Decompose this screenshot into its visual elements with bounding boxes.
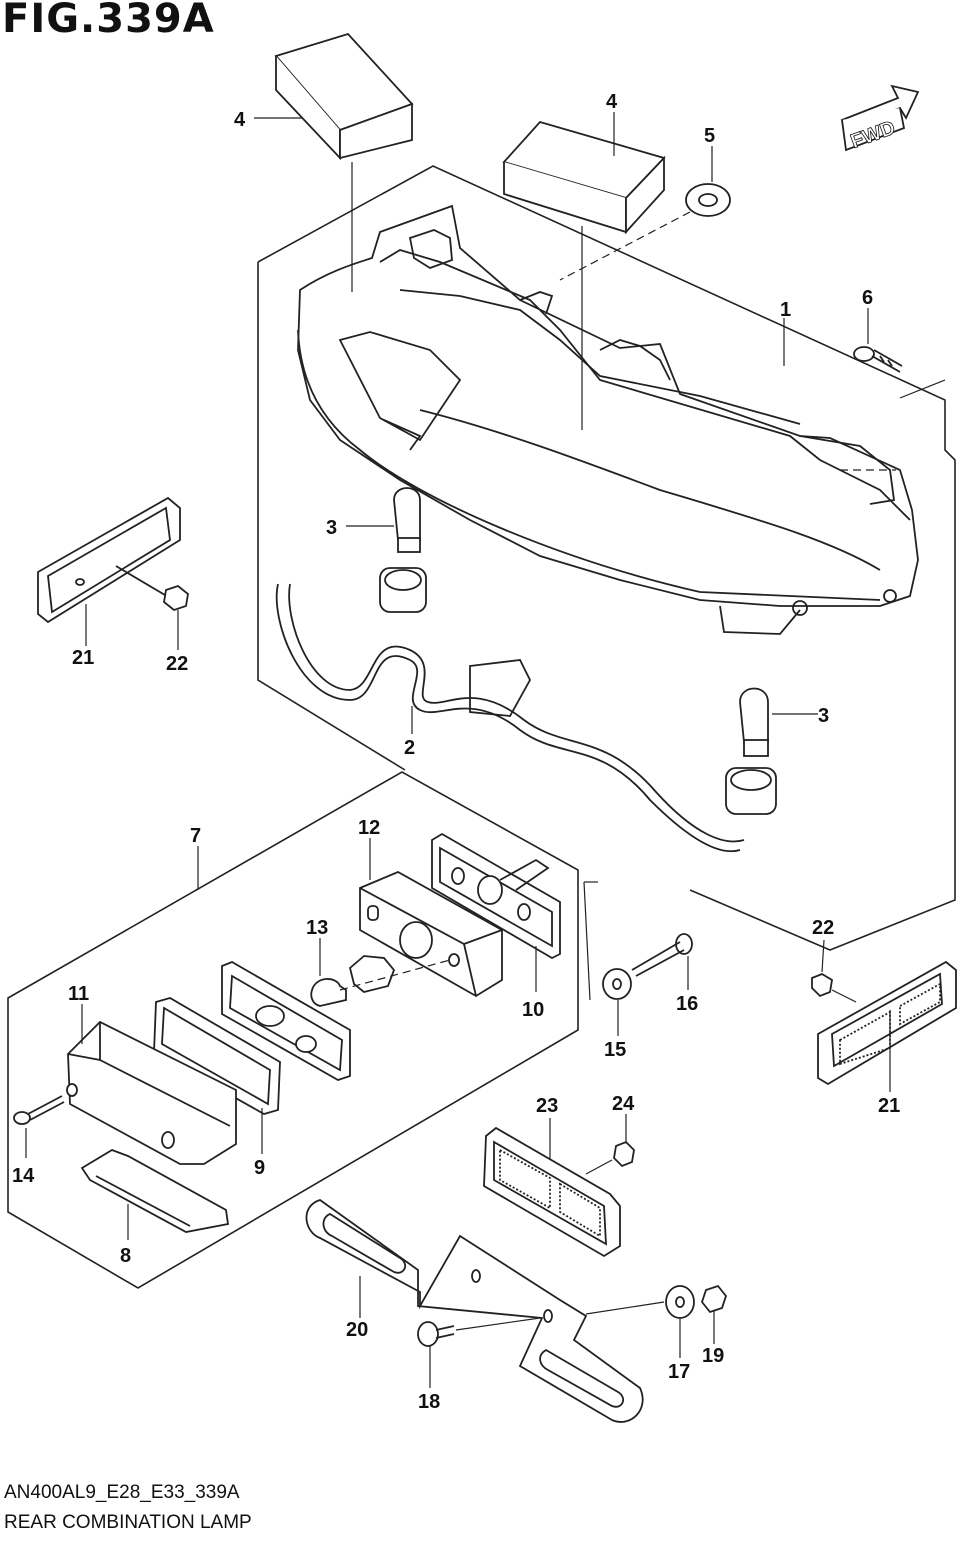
part-20-bracket bbox=[305, 1199, 644, 1423]
leader-lines bbox=[25, 112, 891, 1388]
part-22-nut-right bbox=[811, 972, 857, 1003]
callout-1: 1 bbox=[780, 299, 791, 321]
callout-17: 17 bbox=[668, 1361, 690, 1383]
part-4-pad-left bbox=[274, 32, 414, 161]
part-13-bulb bbox=[310, 955, 451, 1007]
assembly-frame-1 bbox=[257, 165, 956, 951]
callout-15: 15 bbox=[604, 1039, 626, 1061]
figure-code: AN400AL9_E28_E33_339A bbox=[4, 1482, 240, 1503]
callout-labels: 1 2 3 3 4 4 5 6 7 8 9 10 11 12 13 14 15 … bbox=[12, 91, 900, 1413]
callout-14: 14 bbox=[12, 1165, 35, 1187]
callout-10: 10 bbox=[522, 999, 544, 1021]
callout-22-right: 22 bbox=[812, 917, 834, 939]
callout-3-lower: 3 bbox=[818, 705, 829, 727]
callout-5: 5 bbox=[704, 125, 715, 147]
fwd-arrow-icon: FWD bbox=[840, 84, 920, 154]
part-19-nut bbox=[700, 1284, 728, 1314]
part-12-holder bbox=[359, 871, 503, 998]
part-15-washer bbox=[602, 968, 632, 1000]
callout-2: 2 bbox=[404, 737, 415, 759]
part-2-harness bbox=[275, 583, 745, 852]
callout-6: 6 bbox=[862, 287, 873, 309]
callout-12: 12 bbox=[358, 817, 380, 839]
callout-7: 7 bbox=[190, 825, 201, 847]
part-22-nut-left bbox=[115, 565, 189, 612]
callout-24: 24 bbox=[612, 1093, 635, 1115]
part-11-lens bbox=[66, 1020, 237, 1165]
part-21-reflector-right bbox=[817, 960, 957, 1086]
part-4-pad-right bbox=[502, 120, 666, 235]
callout-16: 16 bbox=[676, 993, 698, 1015]
callout-4-left: 4 bbox=[234, 109, 246, 131]
callout-13: 13 bbox=[306, 917, 328, 939]
part-23-reflector bbox=[483, 1126, 621, 1258]
callout-21-left: 21 bbox=[72, 647, 94, 669]
callout-23: 23 bbox=[536, 1095, 558, 1117]
part-socket-board bbox=[221, 961, 351, 1081]
callout-19: 19 bbox=[702, 1345, 724, 1367]
callout-22-left: 22 bbox=[166, 653, 188, 675]
callout-20: 20 bbox=[346, 1319, 368, 1341]
figure-title: FIG.339A bbox=[2, 0, 215, 42]
part-16-screw bbox=[631, 933, 693, 977]
part-14-screw bbox=[13, 1095, 65, 1125]
figure-name: REAR COMBINATION LAMP bbox=[4, 1512, 252, 1533]
part-6-screw bbox=[853, 346, 903, 373]
part-24-nut bbox=[585, 1140, 635, 1175]
assembly-frame-7 bbox=[7, 771, 579, 1289]
part-18-bolt bbox=[417, 1317, 541, 1347]
callout-3-upper: 3 bbox=[326, 517, 337, 539]
part-1-lamp-housing bbox=[297, 204, 919, 635]
part-8-cover bbox=[80, 1149, 230, 1233]
part-17-washer bbox=[585, 1285, 695, 1319]
part-5-grommet bbox=[685, 183, 731, 217]
callout-8: 8 bbox=[120, 1245, 131, 1267]
part-3-bulb-upper bbox=[379, 487, 427, 613]
callout-4-right: 4 bbox=[606, 91, 618, 113]
callout-9: 9 bbox=[254, 1157, 265, 1179]
callout-11: 11 bbox=[68, 983, 89, 1005]
part-10-gasket bbox=[431, 832, 561, 960]
callout-21-right: 21 bbox=[878, 1095, 900, 1117]
callout-18: 18 bbox=[418, 1391, 440, 1413]
part-21-reflector-left bbox=[37, 496, 181, 624]
part-3-bulb-lower bbox=[725, 687, 777, 815]
